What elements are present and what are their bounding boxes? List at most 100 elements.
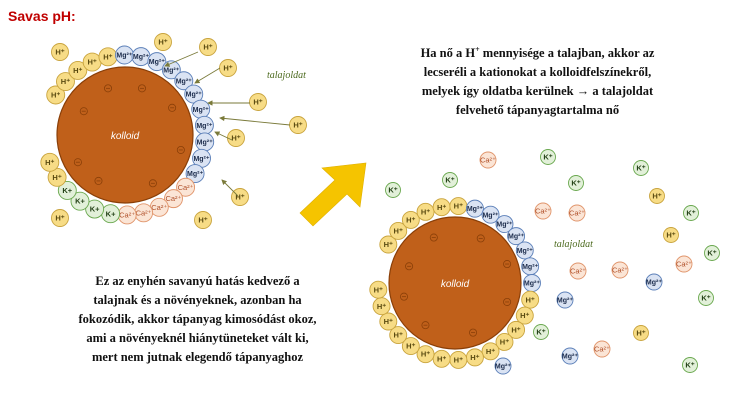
ion-label: Mg²⁺ [196, 123, 212, 130]
ion-label: H⁺ [52, 173, 61, 182]
hydrogen-ion: H⁺ [231, 188, 249, 206]
hydrogen-ion: H⁺ [40, 152, 60, 172]
ion-label: H⁺ [231, 134, 240, 143]
hydrogen-ion: H⁺ [199, 38, 217, 56]
ion-label: H⁺ [520, 311, 529, 320]
ion-label: Ca²⁺ [569, 209, 585, 218]
hydrogen-ion: H⁺ [227, 129, 245, 147]
hydrogen-ion: H⁺ [521, 290, 540, 309]
magnesium-ion: Mg²⁺ [645, 273, 663, 291]
ion-label: H⁺ [384, 240, 393, 249]
calcium-ion: Ca²⁺ [479, 151, 497, 169]
hydrogen-ion: H⁺ [401, 337, 420, 356]
negative-site [176, 145, 185, 154]
hydrogen-ion: H⁺ [389, 326, 408, 344]
negative-site [421, 321, 430, 330]
colloid-label: kolloid [111, 131, 140, 142]
negative-site [405, 262, 414, 271]
ion-label: Mg²⁺ [116, 53, 132, 60]
ion-label: Ca²⁺ [119, 211, 135, 220]
hydrogen-ion: H⁺ [219, 59, 237, 77]
magnesium-ion: Mg²⁺ [481, 205, 500, 224]
ion-label: Mg²⁺ [186, 92, 202, 99]
ion-label: H⁺ [652, 192, 661, 201]
magnesium-ion: Mg²⁺ [115, 45, 134, 65]
negative-site [476, 234, 485, 243]
potassium-ion: K+ [101, 204, 121, 224]
hydrogen-ion: H⁺ [46, 85, 66, 105]
ion-label: H⁺ [293, 121, 302, 130]
ion-label: Ca²⁺ [612, 266, 628, 275]
ion-label: Mg²⁺ [482, 212, 498, 219]
colloid-particle [388, 216, 522, 350]
hydrogen-ion: H⁺ [369, 280, 388, 299]
ion-label: Mg²⁺ [467, 206, 483, 213]
ion-label: H⁺ [55, 48, 64, 57]
hydrogen-ion: H⁺ [82, 52, 102, 72]
ion-label: H⁺ [525, 295, 534, 304]
negative-site [503, 260, 512, 269]
ion-label: K⁺ [571, 179, 580, 188]
hydrogen-ion: H⁺ [51, 209, 69, 227]
magnesium-ion: Mg²⁺ [185, 164, 205, 184]
ion-label: K⁺ [543, 153, 552, 162]
ion-label: H⁺ [636, 329, 645, 338]
ion-label: K+ [106, 209, 116, 218]
hydrogen-ion: H⁺ [372, 297, 391, 316]
ion-label: H⁺ [55, 214, 64, 223]
ion-label: H⁺ [51, 91, 60, 100]
ion-label: H⁺ [61, 77, 70, 86]
ion-label: H⁺ [73, 66, 82, 75]
ion-label: K⁺ [445, 176, 454, 185]
hydrogen-ion: H⁺ [449, 350, 468, 369]
ion-label: Mg²⁺ [522, 264, 538, 271]
magnesium-ion: Mg²⁺ [556, 291, 574, 309]
ion-label: K⁺ [636, 164, 645, 173]
ion-label: Mg²⁺ [646, 280, 662, 287]
ion-label: H⁺ [394, 331, 403, 340]
ion-label: H⁺ [384, 317, 393, 326]
hydrogen-ion: H⁺ [289, 116, 307, 134]
soil-solution-label: talajoldat [554, 239, 593, 250]
negative-site [399, 292, 408, 301]
calcium-ion: Ca²⁺ [534, 202, 552, 220]
calcium-ion: Ca²⁺ [675, 255, 693, 273]
magnesium-ion: Mg²⁺ [495, 215, 514, 233]
ion-label: Mg²⁺ [197, 140, 213, 147]
hydrogen-ion: H⁺ [449, 197, 468, 216]
calcium-ion: Ca²⁺ [569, 262, 587, 280]
magnesium-ion: Mg²⁺ [131, 47, 151, 67]
exchange-arrow [221, 179, 239, 197]
calcium-ion: Ca²⁺ [568, 204, 586, 222]
potassium-ion: K+ [70, 191, 90, 211]
magnesium-ion: Mg²⁺ [195, 132, 215, 152]
ion-label: H⁺ [486, 347, 495, 356]
negative-site [104, 84, 113, 93]
hydrogen-ion: H⁺ [663, 227, 679, 243]
ion-label: H⁺ [158, 38, 167, 47]
ion-label: Mg²⁺ [176, 78, 192, 85]
hydrogen-ion: H⁺ [379, 235, 398, 254]
hydrogen-ion: H⁺ [649, 188, 665, 204]
exchange-arrow [194, 67, 221, 84]
hydrogen-ion: H⁺ [515, 306, 534, 325]
magnesium-ion: Mg²⁺ [561, 347, 579, 365]
hydrogen-ion: H⁺ [401, 210, 420, 229]
magnesium-ion: Mg²⁺ [494, 357, 512, 375]
ion-label: Ca²⁺ [165, 194, 181, 203]
ion-label: K⁺ [685, 361, 694, 370]
ion-label: Mg²⁺ [508, 234, 524, 241]
ion-label: H⁺ [454, 356, 463, 365]
potassium-ion: K⁺ [533, 324, 549, 340]
exchange-arrow [214, 131, 233, 141]
potassium-ion: K+ [57, 180, 77, 200]
ion-label: H⁺ [437, 203, 446, 212]
ion-label: Ca²⁺ [570, 267, 586, 276]
potassium-ion: K⁺ [540, 149, 556, 165]
magnesium-ion: Mg²⁺ [465, 199, 484, 218]
transition-arrow [299, 162, 367, 227]
hydrogen-ion: H⁺ [249, 93, 267, 111]
calcium-ion: Ca²⁺ [149, 197, 169, 217]
ion-label: Mg²⁺ [557, 298, 573, 305]
